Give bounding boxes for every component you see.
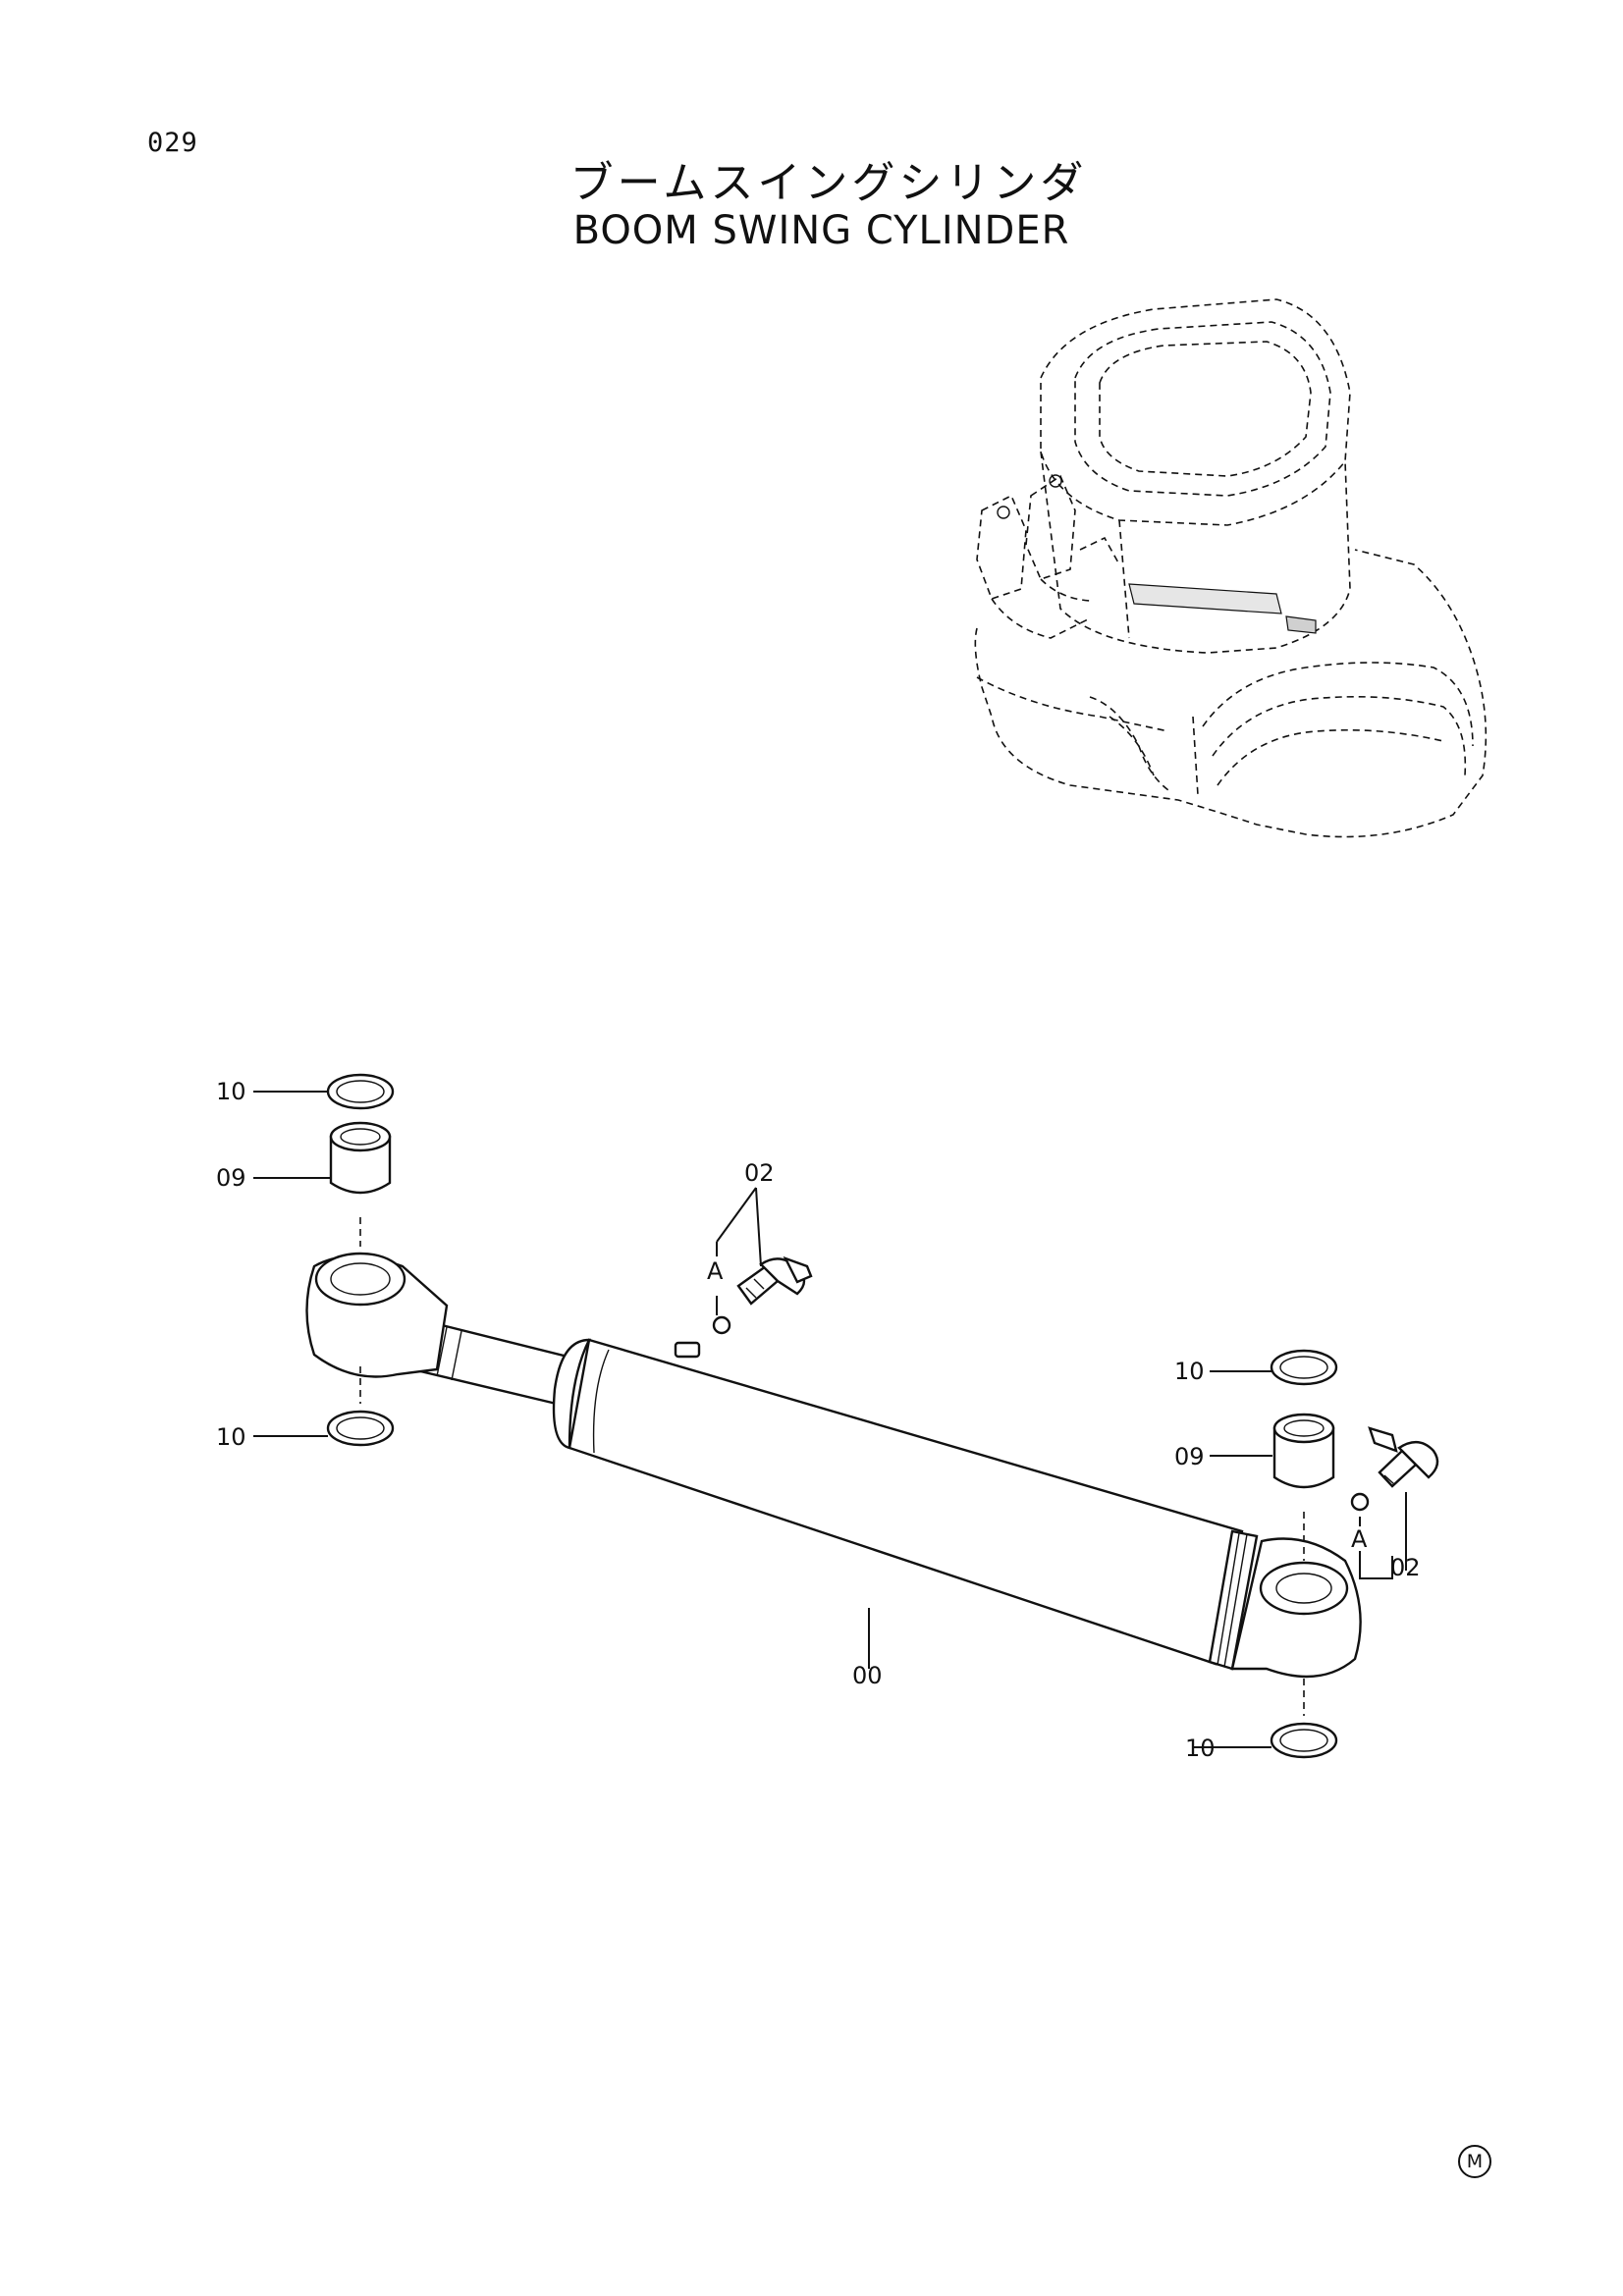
callout-02-right: 02 <box>1390 1554 1421 1581</box>
callout-09-right: 09 <box>1174 1443 1205 1470</box>
callout-10-right-top: 10 <box>1174 1358 1205 1385</box>
cylinder-location-highlight <box>1128 583 1317 634</box>
boom-swing-cylinder-assembly <box>305 1252 1362 1679</box>
callout-10-top-left: 10 <box>216 1078 246 1105</box>
callout-10-bottom-right: 10 <box>1185 1735 1216 1762</box>
seal-ring-bottom-left <box>326 1410 395 1447</box>
bushing-right <box>1272 1413 1335 1489</box>
leader-lines <box>253 1091 1407 1748</box>
callout-09-left: 09 <box>216 1164 246 1192</box>
page-title-english: BOOM SWING CYLINDER <box>572 208 1070 253</box>
page-number: 029 <box>147 128 198 158</box>
elbow-fitting-right <box>1368 1426 1439 1488</box>
callout-00: 00 <box>852 1662 883 1689</box>
seal-ring-top-right <box>1270 1349 1338 1386</box>
page-title-japanese: ブームスイングシリンダ <box>569 158 1088 208</box>
o-ring-right <box>1350 1492 1370 1512</box>
machine-cab-outline <box>1040 298 1351 654</box>
trademark-symbol: M <box>1458 2145 1491 2178</box>
callout-a-top: A <box>707 1257 724 1285</box>
elbow-fitting-top <box>736 1255 813 1306</box>
machine-upper-body-outline <box>974 549 1488 838</box>
o-ring-top <box>712 1315 731 1335</box>
seal-ring-bottom-right <box>1270 1722 1338 1759</box>
callout-a-right: A <box>1351 1525 1368 1553</box>
callout-10-bottom-left: 10 <box>216 1423 246 1451</box>
callout-02-top: 02 <box>744 1159 775 1187</box>
boom-bracket-outline <box>976 474 1120 639</box>
seal-ring-top-left <box>326 1073 395 1110</box>
bushing-left <box>329 1121 392 1195</box>
